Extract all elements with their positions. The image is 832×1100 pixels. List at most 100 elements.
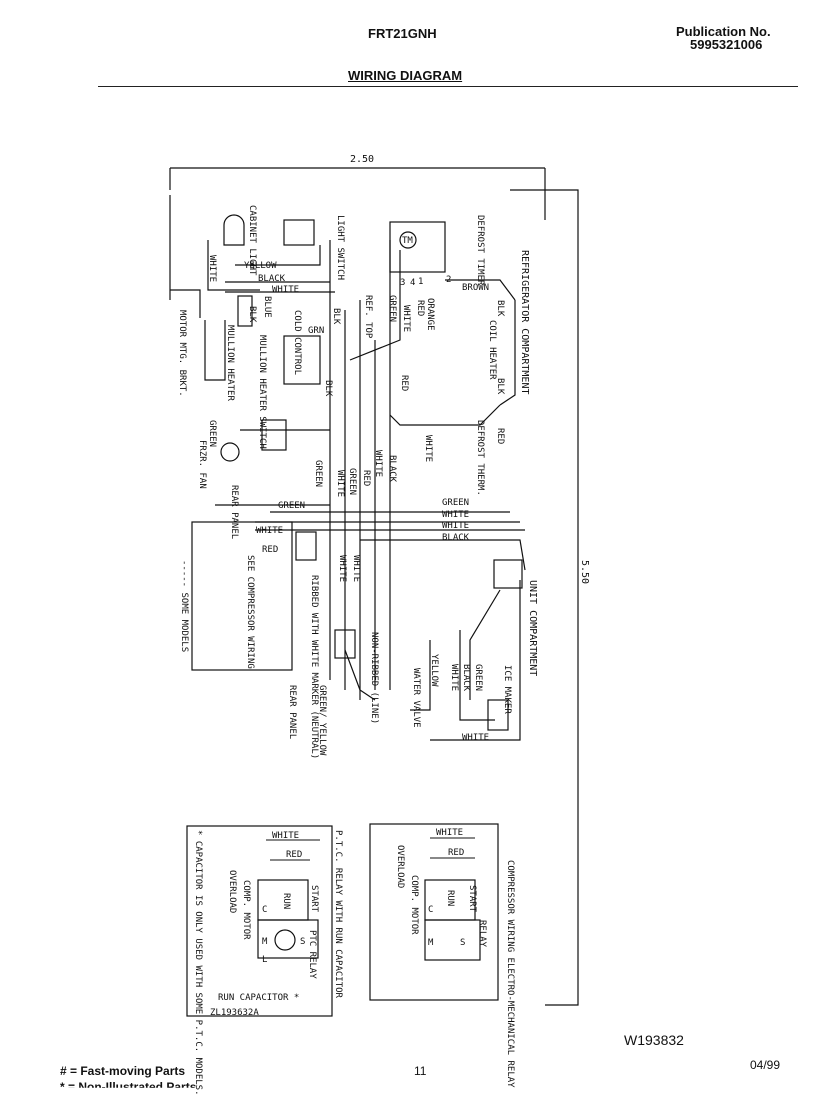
wire-label-red-3: RED xyxy=(495,428,505,444)
wire-label-white-8: WHITE xyxy=(442,521,469,531)
wire-label-blk-5: BLK xyxy=(495,378,505,395)
refrigerator-compartment-label: REFRIGERATOR COMPARTMENT xyxy=(519,250,530,395)
wire-label-white-5: WHITE xyxy=(335,470,345,497)
publication-label: Publication No. xyxy=(676,24,771,39)
ptc-wire-red-label: RED xyxy=(286,850,302,860)
cold-control-box xyxy=(283,335,321,385)
wire-unit-2 xyxy=(469,589,501,700)
cabinet-light-symbol xyxy=(223,214,245,246)
dimension-right-label: 5.50 xyxy=(579,560,590,584)
wire-label-green-3: GREEN xyxy=(313,460,323,487)
em-wire-white-label: WHITE xyxy=(436,828,463,838)
wire-label-blk-2: BLK xyxy=(331,308,341,325)
wire-unit-down xyxy=(430,580,521,741)
light-switch-box xyxy=(283,219,315,246)
ptc-box xyxy=(186,825,333,1017)
fan-motor-symbol xyxy=(220,442,240,462)
ice-maker-label: ICE MAKER xyxy=(502,665,512,714)
see-compressor-wiring-label: SEE COMPRESSOR WIRING xyxy=(245,555,255,669)
wire-label-green-4: GREEN xyxy=(347,468,357,495)
em-box xyxy=(369,823,499,1001)
wire-label-white-6: WHITE xyxy=(373,450,383,477)
wire-label-blue: BLUE xyxy=(262,296,272,318)
legend-non-illustrated: * = Non-Illustrated Parts xyxy=(60,1080,197,1094)
wire-label-white-9: WHITE xyxy=(256,526,283,536)
ribbed-label: RIBBED WITH WHITE MARKER (NEUTRAL) xyxy=(309,575,319,759)
defrost-timer-box xyxy=(389,221,446,273)
compressor-wiring-box xyxy=(191,521,293,671)
em-relay-box-2 xyxy=(424,919,481,961)
wire-label-green-7: GREEN xyxy=(473,664,483,691)
cold-control-label: COLD CONTROL xyxy=(292,310,302,375)
em-overload-label: OVERLOAD xyxy=(395,845,405,888)
wire-label-white-3: WHITE xyxy=(401,305,411,332)
em-comp-motor-label: COMP. MOTOR xyxy=(409,875,419,935)
wire-label-green-5: GREEN xyxy=(278,501,305,511)
ptc-thermistor xyxy=(274,929,296,951)
ptc-overload-label: OVERLOAD xyxy=(227,870,237,913)
page-title: WIRING DIAGRAM xyxy=(348,68,463,83)
wire-label-green-6: GREEN xyxy=(442,498,469,508)
wire-label-blk-1: BLK xyxy=(247,306,257,323)
wire-label-red-1: RED xyxy=(415,300,425,316)
defrost-therm-label: DEFROST THERM. xyxy=(475,420,485,496)
em-m-label: M xyxy=(428,938,434,948)
wire-label-black-3: BLACK xyxy=(442,533,470,543)
wire-label-black-1: BLACK xyxy=(258,274,286,284)
wire-label-red-2: RED xyxy=(399,375,409,391)
unit-connector xyxy=(493,559,523,589)
ptc-comp-motor-label: COMP. MOTOR xyxy=(241,880,251,940)
wire-line xyxy=(344,649,376,701)
non-ribbed-label: NON-RIBBED (LINE) xyxy=(369,632,379,724)
mullion-switch-box xyxy=(237,295,253,327)
wire-label-grn: GRN xyxy=(308,326,324,336)
wire-label-green-1: GREEN xyxy=(387,295,397,322)
em-relay-label: RELAY xyxy=(477,920,487,948)
wire-label-red-4: RED xyxy=(361,470,371,486)
ptc-s-label: S xyxy=(300,937,305,947)
ptc-l-label: L xyxy=(262,955,267,965)
wire-label-yellow: YELLOW xyxy=(244,261,277,271)
timer-terminal-3: 3 xyxy=(400,278,405,288)
wire-label-green-2: GREEN xyxy=(207,420,217,447)
wire-label-blk-4: BLK xyxy=(495,300,505,317)
wire-label-black-4: BLACK xyxy=(461,664,471,692)
light-switch-label: LIGHT SWITCH xyxy=(335,215,345,280)
em-box-title: COMPRESSOR WIRING ELECTRO-MECHANICAL REL… xyxy=(505,860,515,1088)
ref-top-label: REF. TOP xyxy=(363,295,373,339)
ptc-run-label: RUN xyxy=(281,893,291,909)
wire-label-white-13: WHITE xyxy=(462,733,489,743)
wire-red-right xyxy=(460,404,501,426)
wire-ice xyxy=(459,630,495,721)
wire-label-blk-3: BLK xyxy=(323,380,333,397)
wire-water xyxy=(410,640,431,711)
green-yellow-label: GREEN/ YELLOW xyxy=(317,685,327,756)
ptc-start-label: START xyxy=(309,885,319,913)
ptc-c-label: C xyxy=(262,905,267,915)
ptc-wire-white-label: WHITE xyxy=(272,831,299,841)
dimension-line-top xyxy=(169,167,546,220)
rear-panel-label: REAR PANEL xyxy=(229,485,239,539)
motor-mtg-brkt-label: MOTOR MTG. BRKT. xyxy=(177,310,187,397)
wire-timer-right xyxy=(445,279,516,301)
date-code: 04/99 xyxy=(750,1058,781,1072)
wire-label-black-2: BLACK xyxy=(387,455,397,483)
mullion-heater-symbol xyxy=(204,320,226,381)
fan-connector xyxy=(261,419,287,451)
some-models-label: ----- SOME MODELS xyxy=(179,560,189,652)
wire-label-white-4: WHITE xyxy=(423,435,433,462)
wire-trunk-left xyxy=(169,195,201,318)
wire-timer-down xyxy=(349,250,401,361)
model-number: FRT21GNH xyxy=(368,26,437,41)
cabinet-light-label: CABINET LIGHT xyxy=(247,205,257,276)
ptc-relay-box-2 xyxy=(257,919,319,959)
wire-white-left xyxy=(207,240,260,291)
dimension-top-label: 2.50 xyxy=(350,154,374,165)
frzr-fan-label: FRZR. FAN xyxy=(197,440,207,489)
em-start-label: START xyxy=(467,885,477,913)
wire-label-white-7: WHITE xyxy=(442,510,469,520)
wire-label-brown: BROWN xyxy=(462,283,489,293)
wire-label-orange: ORANGE xyxy=(425,298,435,331)
timer-terminal-1: 1 xyxy=(418,277,423,287)
